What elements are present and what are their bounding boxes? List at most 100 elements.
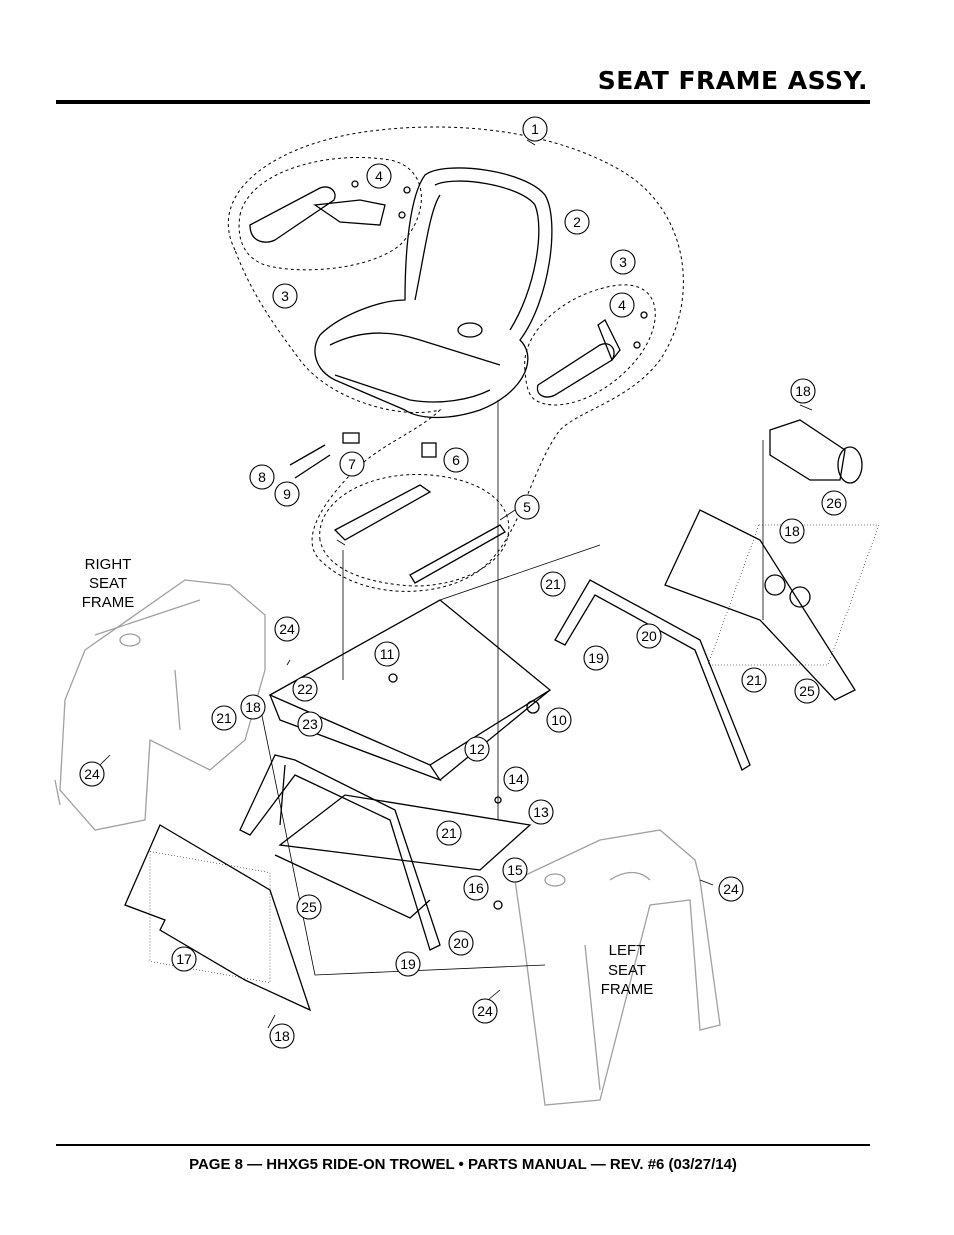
left-armrest-outline [238, 157, 422, 271]
svg-text:SEAT: SEAT [89, 575, 127, 592]
callout-18d: 18 [269, 1023, 295, 1049]
svg-text:11: 11 [380, 646, 395, 662]
svg-text:8: 8 [258, 469, 266, 485]
callout-3b: 3 [610, 249, 636, 275]
callout-24b: 24 [79, 761, 105, 787]
seat-slide-rails [333, 484, 506, 584]
callout-21b: 21 [741, 667, 767, 693]
callout-13: 13 [528, 799, 554, 825]
svg-text:14: 14 [508, 771, 524, 787]
svg-text:23: 23 [302, 716, 318, 732]
callout-19b: 19 [395, 951, 421, 977]
callout-5: 5 [514, 494, 540, 520]
right-seat-frame-label: RIGHT SEAT FRAME [82, 556, 135, 611]
svg-text:20: 20 [641, 628, 657, 644]
callout-25b: 25 [296, 894, 322, 920]
svg-text:7: 7 [348, 456, 356, 472]
svg-text:FRAME: FRAME [82, 594, 135, 611]
svg-text:24: 24 [477, 1003, 493, 1019]
page-title: SEAT FRAME ASSY. [597, 66, 868, 95]
svg-text:3: 3 [281, 288, 289, 304]
svg-text:24: 24 [84, 766, 100, 782]
callout-18c: 18 [240, 694, 266, 720]
svg-text:25: 25 [301, 899, 317, 915]
callout-20a: 20 [636, 623, 662, 649]
callout-12: 12 [464, 736, 490, 762]
work-light [769, 419, 863, 484]
svg-text:RIGHT: RIGHT [85, 556, 132, 573]
page-footer: PAGE 8 — HHXG5 RIDE-ON TROWEL • PARTS MA… [189, 1156, 737, 1173]
roll-bar-rear [554, 579, 751, 771]
callout-3a: 3 [272, 283, 298, 309]
callout-2: 2 [564, 209, 590, 235]
seat-switch-parts [289, 432, 437, 479]
svg-text:10: 10 [551, 712, 567, 728]
svg-text:18: 18 [795, 383, 811, 399]
svg-text:16: 16 [468, 880, 484, 896]
callout-9: 9 [274, 481, 300, 507]
seat-rails-outline [319, 473, 510, 587]
svg-text:18: 18 [784, 523, 800, 539]
callout-21d: 21 [436, 820, 462, 846]
svg-text:5: 5 [523, 499, 531, 515]
svg-text:21: 21 [545, 576, 561, 592]
svg-text:FRAME: FRAME [601, 981, 654, 998]
seat-cushion [314, 167, 553, 419]
svg-text:24: 24 [723, 881, 739, 897]
svg-text:25: 25 [799, 683, 815, 699]
callout-18b: 18 [779, 518, 805, 544]
svg-text:9: 9 [283, 486, 291, 502]
svg-text:6: 6 [452, 452, 460, 468]
svg-text:12: 12 [469, 741, 485, 757]
callout-24c: 24 [718, 876, 744, 902]
svg-text:4: 4 [618, 297, 626, 313]
front-grille [124, 824, 312, 1012]
callout-8: 8 [249, 464, 275, 490]
callout-15: 15 [502, 857, 528, 883]
right-seat-frame [54, 579, 266, 831]
svg-text:21: 21 [441, 825, 457, 841]
svg-text:24: 24 [279, 621, 295, 637]
callout-23: 23 [297, 711, 323, 737]
svg-text:20: 20 [453, 935, 469, 951]
callout-7: 7 [339, 451, 365, 477]
callout-6: 6 [443, 447, 469, 473]
callout-4a: 4 [366, 163, 392, 189]
callout-1: 1 [522, 116, 548, 142]
left-armrest [249, 180, 411, 243]
callout-21a: 21 [540, 571, 566, 597]
svg-text:18: 18 [274, 1028, 290, 1044]
callout-18a: 18 [790, 378, 816, 404]
callout-20b: 20 [448, 930, 474, 956]
seat-base-plate [268, 544, 601, 782]
callout-14: 14 [503, 766, 529, 792]
svg-text:LEFT: LEFT [609, 942, 646, 959]
svg-text:13: 13 [533, 804, 549, 820]
header-rule [56, 100, 870, 104]
callout-24d: 24 [472, 998, 498, 1024]
seat-assembly-outline [227, 126, 684, 592]
callout-16: 16 [463, 875, 489, 901]
svg-text:15: 15 [507, 862, 523, 878]
footer-rule [56, 1144, 870, 1146]
lower-plate [274, 794, 532, 919]
left-seat-frame [514, 829, 721, 1106]
svg-text:21: 21 [746, 672, 762, 688]
svg-text:2: 2 [573, 214, 581, 230]
right-armrest-outline [524, 284, 656, 406]
callout-25a: 25 [794, 678, 820, 704]
callout-22: 22 [292, 676, 318, 702]
svg-text:22: 22 [297, 681, 313, 697]
callout-26: 26 [821, 490, 847, 516]
svg-text:SEAT: SEAT [608, 962, 646, 979]
callout-17: 17 [171, 946, 197, 972]
svg-text:1: 1 [531, 121, 539, 137]
roll-bar-front [239, 754, 441, 951]
svg-text:26: 26 [826, 495, 842, 511]
left-seat-frame-label: LEFT SEAT FRAME [601, 942, 654, 998]
svg-text:19: 19 [400, 956, 416, 972]
svg-text:17: 17 [176, 951, 192, 967]
callout-24a: 24 [274, 616, 300, 642]
svg-text:3: 3 [619, 254, 627, 270]
